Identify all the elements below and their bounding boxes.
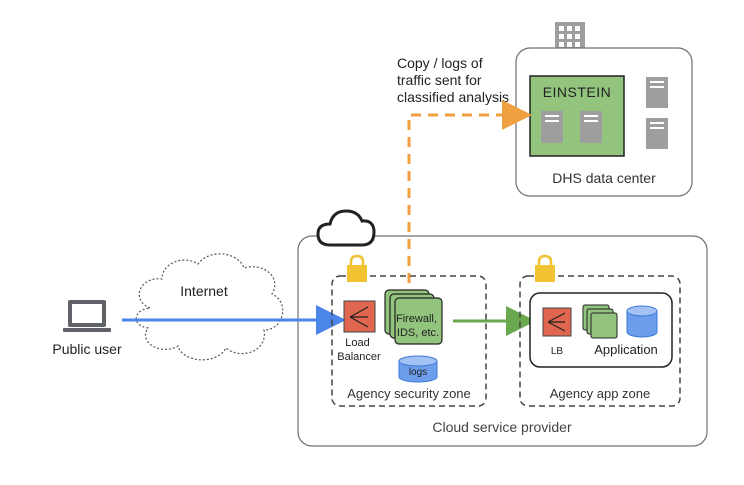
app-server-stack (582, 304, 618, 339)
copy-traffic-arrow (407, 100, 532, 283)
cloud-icon (316, 209, 376, 247)
lb-label: LB (551, 346, 564, 357)
application-label: Application (594, 342, 658, 357)
load-balancer-line-2: Balancer (337, 351, 381, 363)
agency-security-zone-label: Agency security zone (347, 386, 471, 401)
server-icon (646, 77, 668, 108)
internet-label: Internet (180, 283, 228, 299)
einstein-label: EINSTEIN (543, 84, 612, 100)
agency-app-zone-box (519, 275, 681, 407)
server-icon (580, 111, 602, 143)
copy-logs-line-2: traffic sent for (397, 72, 482, 88)
copy-logs-line-1: Copy / logs of (397, 55, 483, 71)
firewall-line-2: IDS, etc. (397, 327, 439, 339)
firewall-stack (384, 289, 443, 345)
database-icon (398, 355, 438, 383)
agency-security-zone-box (331, 275, 487, 407)
database-icon (626, 305, 658, 338)
copy-logs-line-3: classified analysis (397, 89, 509, 105)
internet-cloud (135, 253, 284, 361)
load-balancer-icon (343, 300, 376, 333)
server-icon (646, 118, 668, 149)
public-user-label: Public user (52, 341, 122, 357)
load-balancer-line-1: Load (345, 337, 369, 349)
lock-icon (535, 254, 555, 282)
agency-app-zone-label: Agency app zone (550, 386, 650, 401)
server-icon (541, 111, 563, 143)
lock-icon (347, 254, 367, 282)
dhs-data-center-label: DHS data center (552, 170, 656, 186)
firewall-label: Firewall, IDS, etc. (396, 313, 440, 339)
copy-logs-caption: Copy / logs of traffic sent for classifi… (397, 55, 509, 105)
load-balancer-icon (542, 307, 572, 337)
cloud-service-provider-label: Cloud service provider (432, 419, 572, 435)
load-balancer-label: Load Balancer (337, 337, 381, 363)
cloud-service-provider-box (297, 235, 708, 447)
firewall-line-1: Firewall, (396, 313, 437, 325)
laptop-icon (63, 300, 111, 332)
logs-label: logs (409, 367, 427, 378)
